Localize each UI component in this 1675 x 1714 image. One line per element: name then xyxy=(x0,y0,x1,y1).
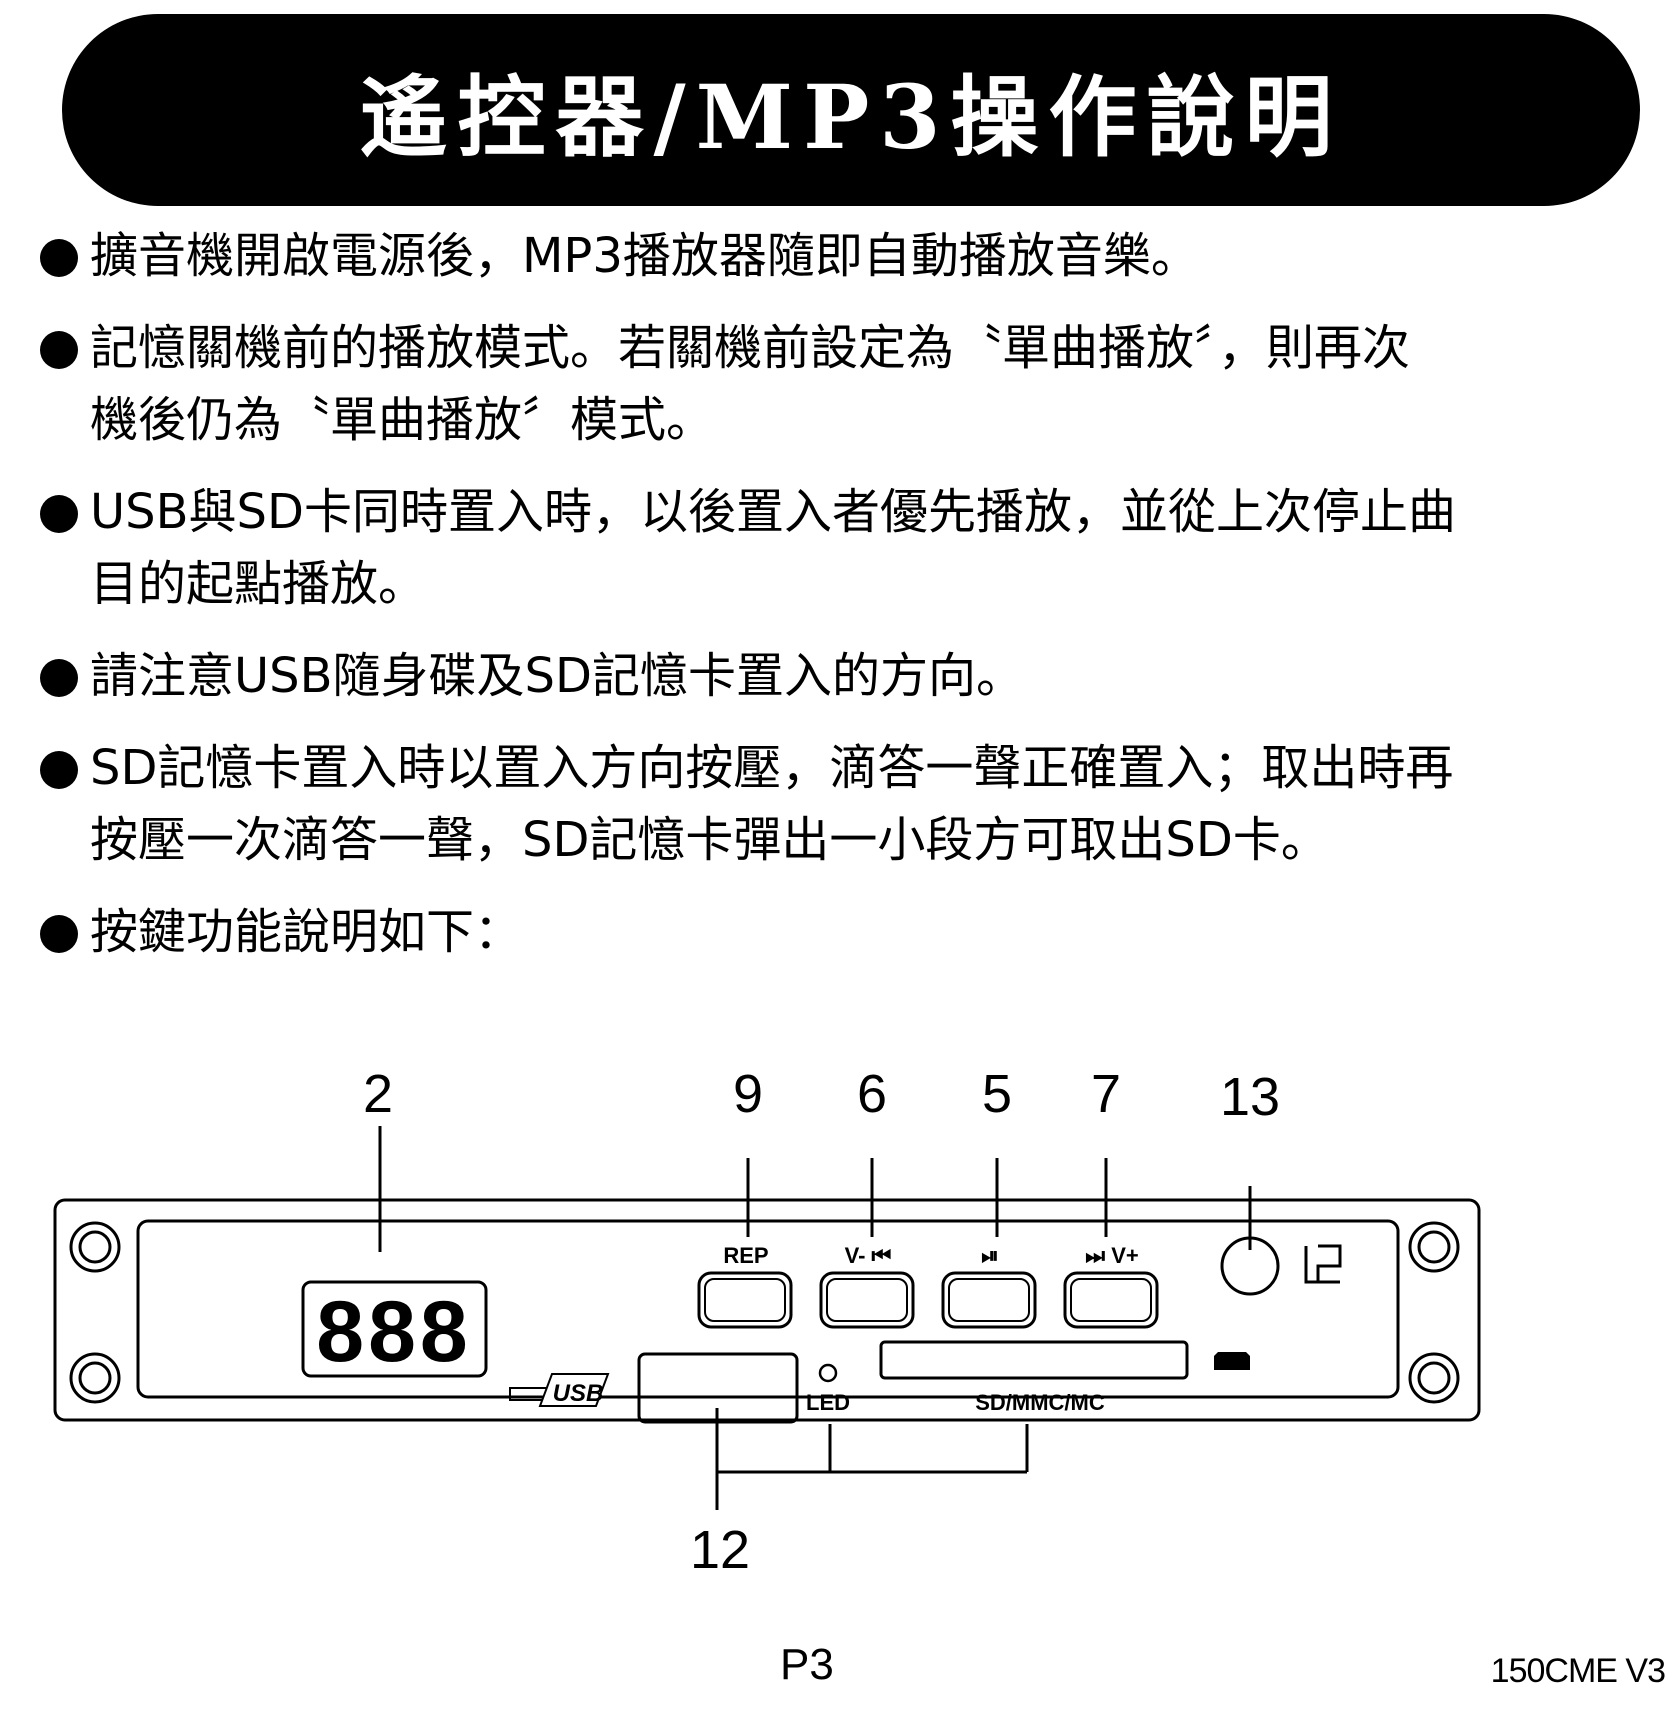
instruction-list: 擴音機開啟電源後，MP3播放器隨即自動播放音樂。 記憶關機前的播放模式。若關機前… xyxy=(38,220,1658,988)
bullet-line: 目的起點播放。 xyxy=(90,556,427,612)
callout-6: 6 xyxy=(857,1064,887,1124)
usb-logo-icon: USB xyxy=(509,1373,610,1407)
bullet-dot-icon xyxy=(40,331,78,369)
bullet-dot-icon xyxy=(40,495,78,533)
prev-volume-down-button[interactable] xyxy=(819,1271,915,1329)
panel-outer-frame xyxy=(53,1198,1481,1422)
bullet-item: 請注意USB隨身碟及SD記憶卡置入的方向。 xyxy=(38,640,1658,712)
sd-card-icon xyxy=(1214,1352,1250,1370)
rep-label: REP xyxy=(723,1243,768,1268)
callout-13: 13 xyxy=(1220,1067,1280,1127)
bullet-item: 擴音機開啟電源後，MP3播放器隨即自動播放音樂。 xyxy=(38,220,1658,292)
model-code: 150CME V3 xyxy=(1490,1652,1666,1690)
panel-inner-frame xyxy=(136,1219,1400,1399)
bullet-line: 按壓一次滴答一聲，SD記憶卡彈出一小段方可取出SD卡。 xyxy=(90,812,1329,868)
bullet-line: 請注意USB隨身碟及SD記憶卡置入的方向。 xyxy=(90,648,1024,704)
callout-7: 7 xyxy=(1091,1064,1121,1124)
sd-card-slot[interactable] xyxy=(879,1340,1189,1380)
callout-2: 2 xyxy=(363,1064,393,1124)
next-volume-up-button[interactable] xyxy=(1063,1271,1159,1329)
mp3-panel-diagram: 2 9 6 5 7 13 888 REP V- ⏮ ⏯ ⏭ V+ xyxy=(53,1064,1481,1580)
bullet-item: SD記憶卡置入時以置入方向按壓，滴答一聲正確置入；取出時再 按壓一次滴答一聲，S… xyxy=(38,732,1658,876)
bullet-line: USB與SD卡同時置入時，以後置入者優先播放，並從上次停止曲 xyxy=(90,484,1456,540)
next-label: ⏭ V+ xyxy=(1085,1243,1138,1268)
bullet-dot-icon xyxy=(40,751,78,789)
sd-slot-label: SD/MMC/MC xyxy=(975,1390,1105,1415)
bullet-line: 按鍵功能說明如下： xyxy=(90,904,523,960)
led-display-digits: 888 xyxy=(316,1284,472,1380)
ir-receiver xyxy=(1220,1236,1280,1296)
bullet-line: 擴音機開啟電源後，MP3播放器隨即自動播放音樂。 xyxy=(90,228,1199,284)
screw-hole-icon xyxy=(69,1221,1460,1404)
title-banner: 遙控器/MP3操作說明 xyxy=(62,14,1640,206)
callout-12: 12 xyxy=(690,1520,750,1580)
led-label: LED xyxy=(806,1390,850,1415)
bullet-item: 記憶關機前的播放模式。若關機前設定為〝單曲播放〞，則再次 機後仍為〝單曲播放〞模… xyxy=(38,312,1658,456)
bullet-line: SD記憶卡置入時以置入方向按壓，滴答一聲正確置入；取出時再 xyxy=(90,740,1454,796)
page-title: 遙控器/MP3操作說明 xyxy=(359,64,1343,169)
bullet-dot-icon xyxy=(40,239,78,277)
bullet-item: USB與SD卡同時置入時，以後置入者優先播放，並從上次停止曲 目的起點播放。 xyxy=(38,476,1658,620)
play-label: ⏯ xyxy=(981,1243,999,1268)
bullet-dot-icon xyxy=(40,659,78,697)
led-display-window xyxy=(301,1280,488,1378)
bullet-line: 機後仍為〝單曲播放〞模式。 xyxy=(90,392,715,448)
ir-sensor-icon xyxy=(1304,1244,1342,1284)
bullet-line: 記憶關機前的播放模式。若關機前設定為〝單曲播放〞，則再次 xyxy=(90,320,1411,376)
callout-5: 5 xyxy=(982,1064,1012,1124)
prev-label: V- ⏮ xyxy=(845,1243,892,1268)
rep-button[interactable] xyxy=(697,1271,793,1329)
page-number: P3 xyxy=(780,1640,834,1689)
led-indicator xyxy=(818,1363,838,1383)
bullet-item: 按鍵功能說明如下： xyxy=(38,896,1658,968)
usb-logo-text: USB xyxy=(553,1380,604,1407)
play-pause-button[interactable] xyxy=(941,1271,1037,1329)
callout-9: 9 xyxy=(733,1064,763,1124)
bullet-dot-icon xyxy=(40,915,78,953)
